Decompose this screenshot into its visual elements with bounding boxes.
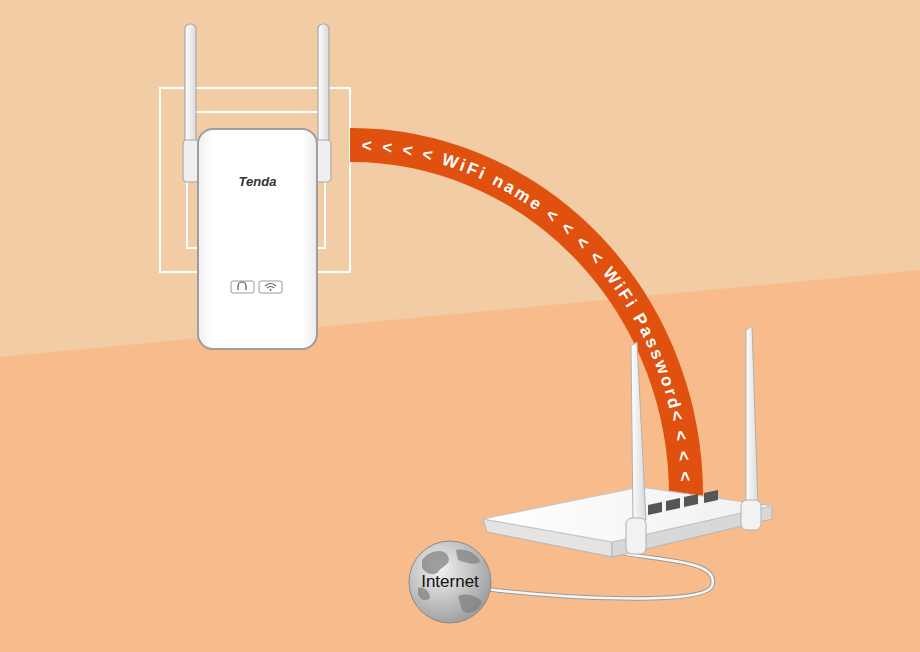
- extender-body: Tenda: [197, 128, 318, 350]
- globe-continent: [456, 550, 480, 564]
- router-port: [648, 502, 662, 515]
- wifi-led: [259, 281, 282, 293]
- antenna-base: [741, 500, 761, 530]
- router-antenna: [746, 326, 758, 506]
- globe-continent: [458, 594, 482, 612]
- lower-background: [0, 270, 920, 652]
- wifi-icon: [265, 284, 276, 289]
- internet-globe: Internet: [408, 540, 492, 624]
- globe-continent: [422, 551, 449, 574]
- router-antenna: [631, 342, 646, 522]
- router-port: [666, 498, 680, 511]
- power-icon: [238, 282, 246, 290]
- wifi-icon-dot: [270, 289, 272, 291]
- globe-sphere: [409, 541, 491, 623]
- power-led: [231, 281, 254, 293]
- brand-name: Tenda: [199, 174, 316, 189]
- band-label-path: < < < < WiFi name < < < < WiFi Password<…: [361, 136, 694, 482]
- router-port: [704, 490, 718, 503]
- band-text-group: < < < < WiFi name < < < < WiFi Password<…: [361, 136, 694, 482]
- band-label: < < < < WiFi name < < < < WiFi Password<…: [361, 136, 694, 482]
- antenna-base: [626, 518, 646, 554]
- globe-label: Internet: [421, 572, 479, 592]
- router-port: [684, 494, 698, 507]
- cable-outline: [486, 548, 713, 598]
- ethernet-cable: [486, 548, 713, 598]
